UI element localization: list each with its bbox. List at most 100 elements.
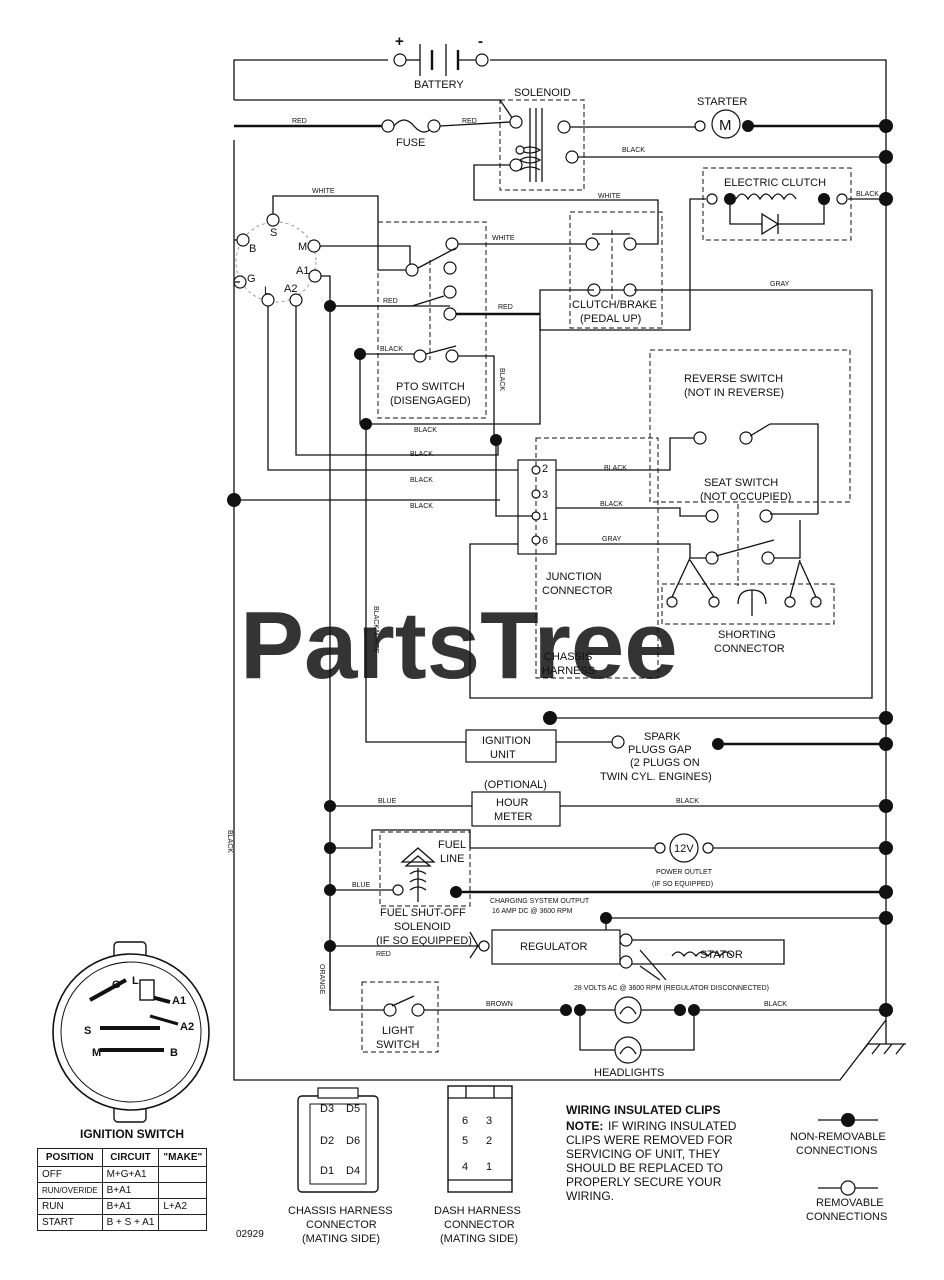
connection-legend: NON-REMOVABLE CONNECTIONS REMOVABLE CONN… xyxy=(790,1113,887,1223)
table-row: START B + S + A1 xyxy=(37,1214,208,1231)
note-line-1: IF WIRING INSULATED xyxy=(608,1119,737,1133)
table-cell: L+A2 xyxy=(158,1198,208,1215)
wire-red-1: RED xyxy=(292,118,307,125)
wire-black-white: BLACK/WHITE xyxy=(372,606,379,654)
wire-black-light: BLACK xyxy=(764,1001,787,1008)
table-cell: OFF xyxy=(37,1166,103,1183)
dash-conn-label-3: (MATING SIDE) xyxy=(440,1233,518,1245)
ground-symbol xyxy=(859,1010,906,1055)
reverse-label-1: REVERSE SWITCH xyxy=(684,373,783,385)
note-lead: NOTE: xyxy=(566,1119,603,1133)
dash-pin-2: 2 xyxy=(486,1135,492,1147)
note-line-3: SERVICING OF UNIT, THEY xyxy=(566,1147,720,1161)
electric-clutch: ELECTRIC CLUTCH BLACK xyxy=(539,167,893,331)
wire-gray-1: GRAY xyxy=(770,281,790,288)
hour-meter: (OPTIONAL) HOUR METER BLUE BLACK xyxy=(324,779,893,827)
table-header-circuit: CIRCUIT xyxy=(101,1148,160,1167)
clutch-brake-label-2: (PEDAL UP) xyxy=(580,313,641,325)
dash-conn-label-1: DASH HARNESS xyxy=(434,1205,521,1217)
ignition-unit-label-2: UNIT xyxy=(490,749,516,761)
ignition-position-table: POSITION CIRCUIT "MAKE" OFF M+G+A1 RUN/O… xyxy=(37,1148,208,1231)
fuel-line-label-1: FUEL xyxy=(438,839,466,851)
wire-black-hm: BLACK xyxy=(676,798,699,805)
safety-switches: REVERSE SWITCH (NOT IN REVERSE) BLACK SE… xyxy=(552,349,851,655)
power-outlet-label-1: POWER OUTLET xyxy=(656,869,713,876)
battery-minus-label: - xyxy=(478,33,483,50)
junction-pin-3: 3 xyxy=(542,489,548,501)
note-line-6: WIRING. xyxy=(566,1189,614,1203)
note-line-4: SHOULD BE REPLACED TO xyxy=(566,1161,723,1175)
table-row: RUN/OVERIDE B+A1 xyxy=(37,1182,208,1199)
pin-l: L xyxy=(264,285,270,297)
pin-s: S xyxy=(270,227,277,239)
junction-label-2: CONNECTOR xyxy=(542,585,613,597)
fuel-shutoff-label-1: FUEL SHUT-OFF xyxy=(380,907,466,919)
solenoid-ground: BLACK xyxy=(473,147,893,245)
table-cell: RUN/OVERIDE xyxy=(37,1182,103,1199)
pin-d6: D6 xyxy=(346,1135,360,1147)
ignition-switch-face: G L A1 S A2 M B xyxy=(52,941,210,1123)
chassis-conn-label-2: CONNECTOR xyxy=(306,1219,377,1231)
wire-black-4: BLACK xyxy=(410,451,433,458)
fuel-line-label-2: LINE xyxy=(440,853,464,865)
power-outlet-label-2: (IF SO EQUIPPED) xyxy=(652,881,713,888)
pin-d1: D1 xyxy=(320,1165,334,1177)
shorting-label-1: SHORTING xyxy=(718,629,776,641)
legend-nonremovable-1: NON-REMOVABLE xyxy=(790,1131,886,1143)
wire-blue-1: BLUE xyxy=(378,798,397,805)
ign-face-s: S xyxy=(84,1025,91,1037)
table-row: RUN B+A1 L+A2 xyxy=(37,1198,208,1215)
electric-clutch-label: ELECTRIC CLUTCH xyxy=(724,177,826,189)
wire-black-rev: BLACK xyxy=(604,465,627,472)
regulator-label: REGULATOR xyxy=(520,941,587,953)
dash-conn-label-2: CONNECTOR xyxy=(444,1219,515,1231)
wire-black-sol: BLACK xyxy=(622,147,645,154)
table-header-row: POSITION CIRCUIT "MAKE" xyxy=(37,1148,208,1167)
junction-pin-1: 1 xyxy=(542,511,548,523)
wire-orange: ORANGE xyxy=(318,964,325,995)
dash-pin-1: 1 xyxy=(486,1161,492,1173)
legend-nonremovable-2: CONNECTIONS xyxy=(796,1145,877,1157)
table-cell xyxy=(158,1182,208,1199)
ignition-switch-pins: S B M G A1 L A2 xyxy=(233,213,322,307)
pin-a1: A1 xyxy=(296,265,309,277)
clutch-brake-switch: CLUTCH/BRAKE (PEDAL UP) WHITE GRAY xyxy=(469,193,873,699)
wire-black-5: BLACK xyxy=(410,477,433,484)
spark-label-4: TWIN CYL. ENGINES) xyxy=(600,771,712,783)
parts-tree-watermark: PartsTree xyxy=(240,592,678,699)
wire-gray-2: GRAY xyxy=(602,536,622,543)
chassis-conn-label-3: (MATING SIDE) xyxy=(302,1233,380,1245)
ign-face-b: B xyxy=(170,1047,178,1059)
fuel-shutoff-label-2: SOLENOID xyxy=(394,921,451,933)
legend-removable-1: REMOVABLE xyxy=(816,1197,884,1209)
wire-black-left: BLACK xyxy=(226,830,233,853)
table-cell: B + S + A1 xyxy=(101,1214,160,1231)
ign-face-m: M xyxy=(92,1047,101,1059)
headlights-label: HEADLIGHTS xyxy=(594,1067,664,1079)
table-cell xyxy=(158,1166,208,1183)
insulated-clips-note: WIRING INSULATED CLIPS NOTE: IF WIRING I… xyxy=(566,1103,737,1203)
shorting-label-2: CONNECTOR xyxy=(714,643,785,655)
fuse-label: FUSE xyxy=(396,137,425,149)
wire-black-pto-v: BLACK xyxy=(498,368,505,391)
ign-face-g: G xyxy=(112,979,121,991)
motor-m-label: M xyxy=(719,117,732,134)
regulator-stator: RED REGULATOR STATOR 28 VOLTS AC @ 3600 … xyxy=(324,911,893,992)
ignition-unit: IGNITION UNIT SPARK PLUGS GAP (2 PLUGS O… xyxy=(465,711,893,783)
wire-red-reg: RED xyxy=(376,951,391,958)
charging-label-1: CHARGING SYSTEM OUTPUT xyxy=(490,898,590,905)
ignition-switch-title: IGNITION SWITCH xyxy=(80,1127,184,1141)
wire-red-4: RED xyxy=(498,304,513,311)
wire-black-3: BLACK xyxy=(414,427,437,434)
table-cell: START xyxy=(37,1214,103,1231)
wire-white-2: WHITE xyxy=(492,235,515,242)
dash-harness-connector: 6 3 5 2 4 1 DASH HARNESS CONNECTOR (MATI… xyxy=(434,1085,521,1245)
optional-label: (OPTIONAL) xyxy=(484,779,547,791)
solenoid-label: SOLENOID xyxy=(514,87,571,99)
dash-pin-4: 4 xyxy=(462,1161,468,1173)
fuse: FUSE RED RED xyxy=(234,118,511,149)
ign-face-l: L xyxy=(132,975,139,987)
wire-blue-2: BLUE xyxy=(352,882,371,889)
wire-white-1: WHITE xyxy=(312,188,335,195)
chassis-conn-label-1: CHASSIS HARNESS xyxy=(288,1205,393,1217)
